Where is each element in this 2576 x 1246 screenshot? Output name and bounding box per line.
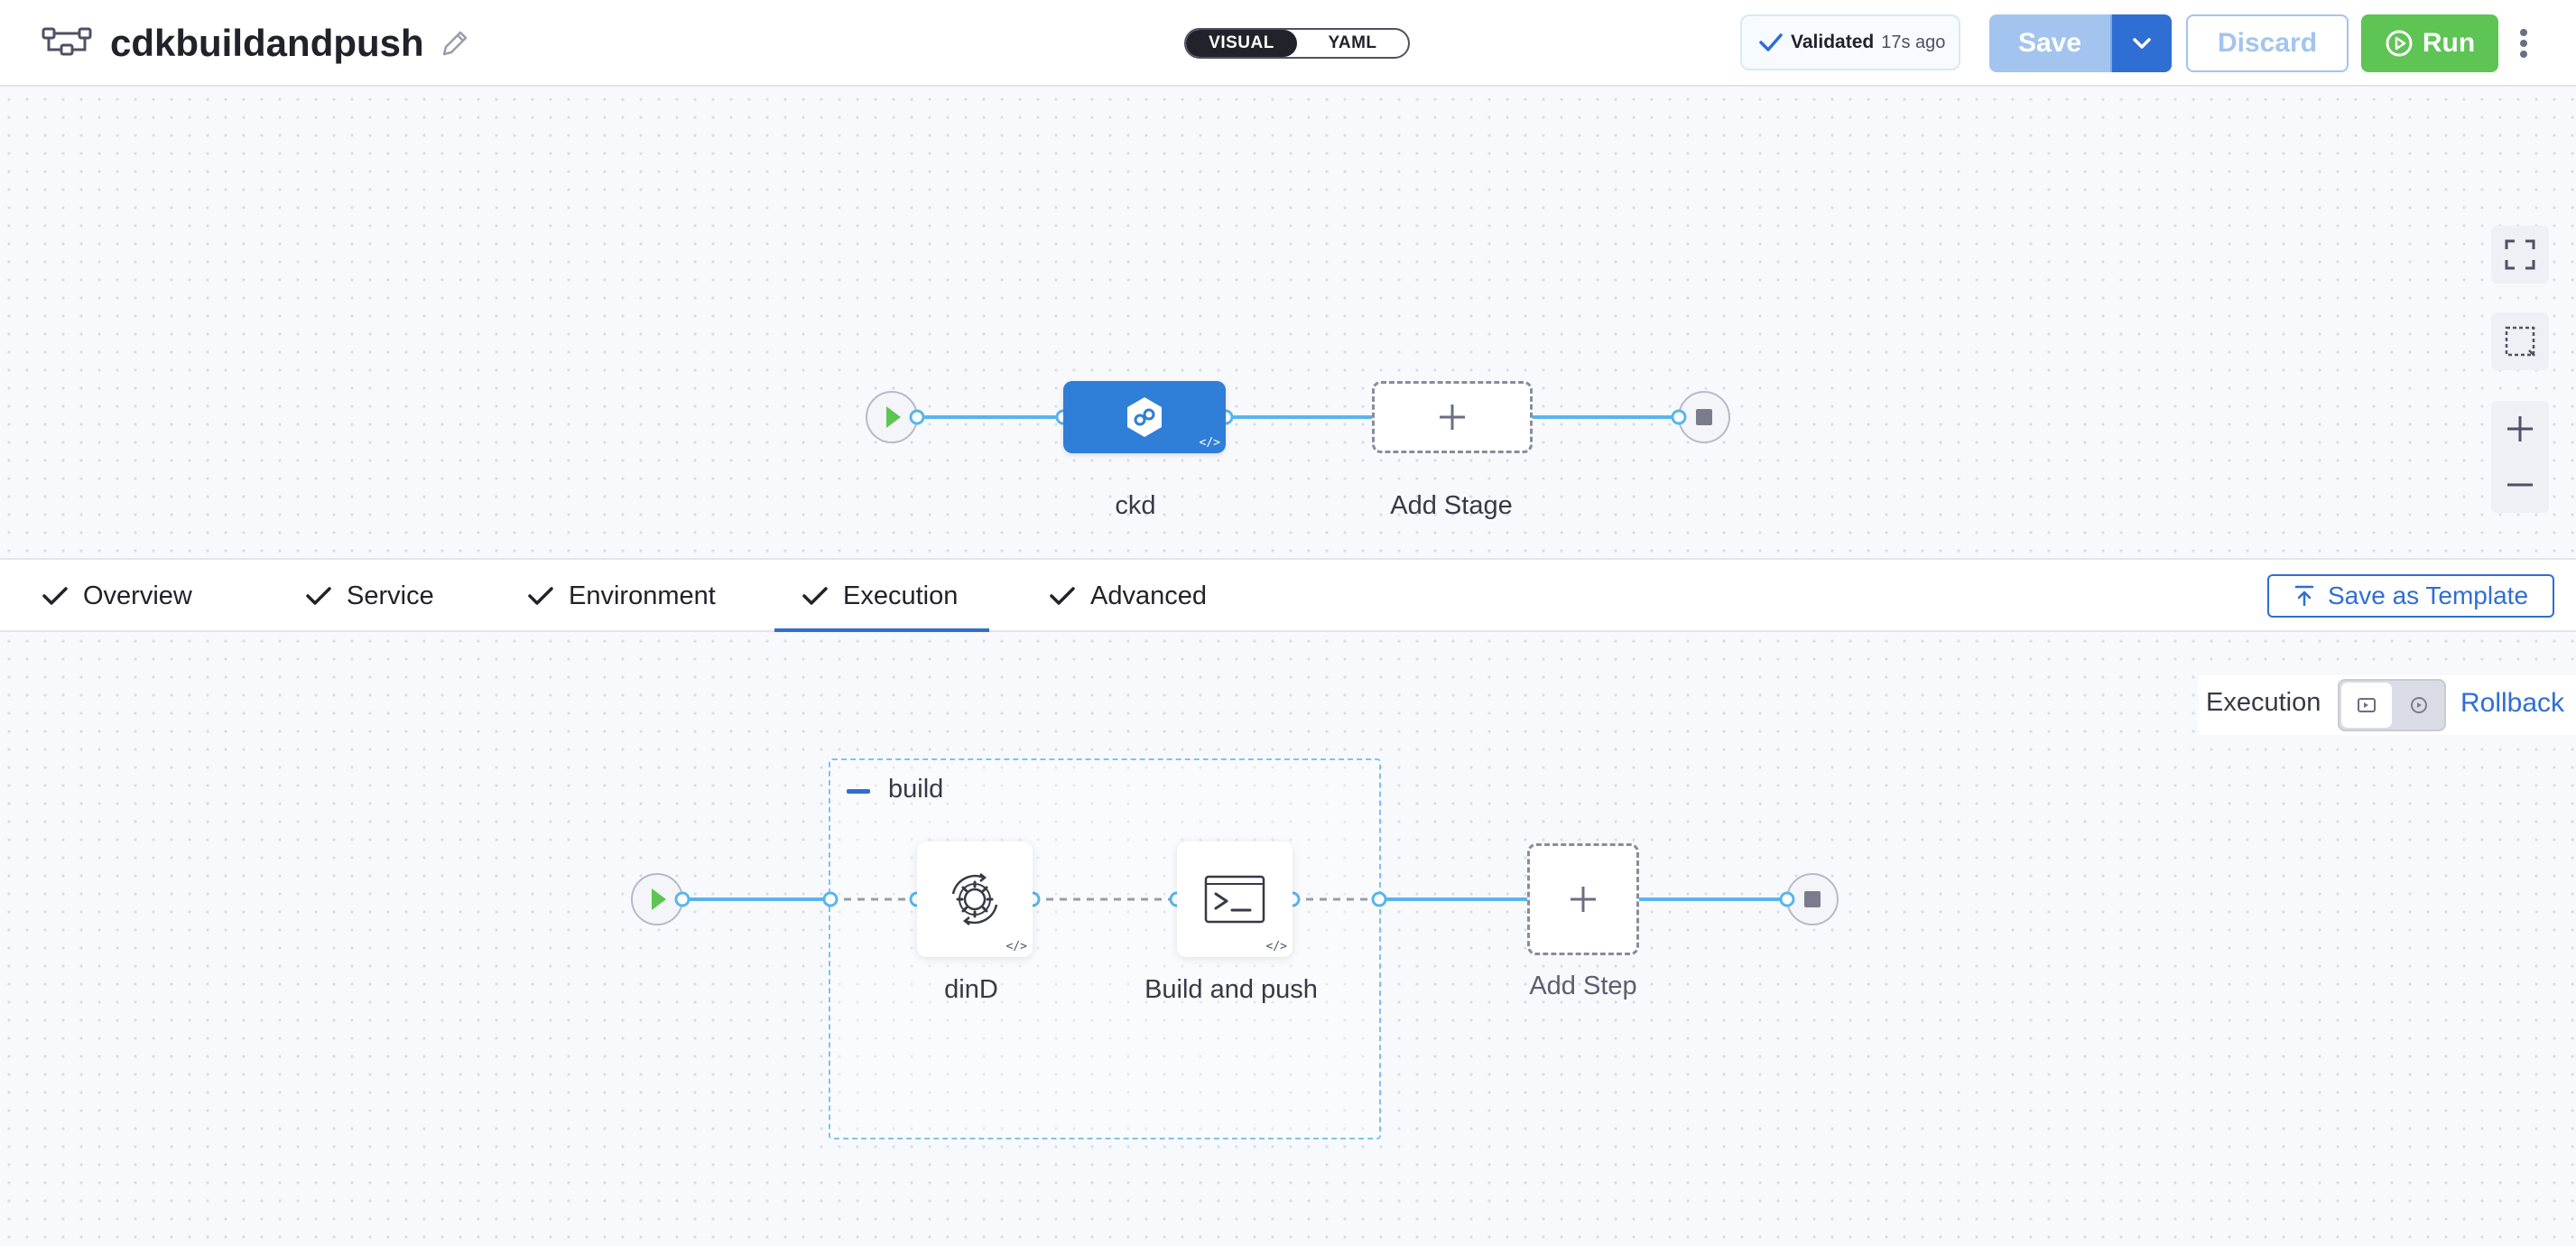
step-node-build-and-push[interactable]: </> [1177, 842, 1293, 957]
background-service-icon [951, 873, 998, 925]
tab-label: Execution [843, 581, 959, 610]
execution-end-node [1786, 873, 1839, 925]
save-as-template-label: Save as Template [2327, 581, 2529, 609]
run-label: Run [2422, 28, 2476, 58]
chevron-down-icon [2133, 38, 2151, 49]
validation-status-badge[interactable]: Validated 17s ago [1740, 14, 1960, 70]
check-icon [1759, 33, 1783, 51]
step-label: dinD [944, 975, 998, 1004]
template-code-icon: </> [1265, 940, 1287, 953]
zoom-in-button[interactable] [2491, 401, 2549, 457]
execution-rollback-toggle-bar: Execution Rollback [2199, 675, 2576, 735]
stage-tabs: Overview Service Environment Execution A… [0, 558, 2576, 632]
template-code-icon: </> [1005, 940, 1027, 953]
stage-node-ckd[interactable]: </> [1063, 381, 1226, 453]
check-icon [306, 587, 331, 605]
execution-start-node [631, 873, 683, 925]
pipeline-start-node [866, 391, 918, 443]
pencil-icon[interactable] [439, 27, 471, 60]
upload-icon [2294, 585, 2314, 607]
deploy-stage-icon [1127, 397, 1162, 437]
pipeline-end-node [1678, 391, 1730, 443]
selection-icon [2505, 326, 2535, 357]
top-bar: cdkbuildandpush VISUAL YAML Validated 17… [0, 0, 2576, 87]
plus-icon [1440, 404, 1465, 430]
minus-icon [2507, 483, 2533, 487]
step-group-label: build [888, 775, 944, 804]
check-icon [802, 587, 828, 605]
pipeline-studio-icon [42, 27, 92, 56]
tab-overview[interactable]: Overview [42, 560, 192, 632]
add-step-label: Add Step [1529, 972, 1637, 1000]
tab-label: Overview [83, 581, 192, 610]
yaml-mode-tab[interactable]: YAML [1328, 33, 1377, 52]
tab-label: Advanced [1090, 581, 1207, 610]
save-button[interactable]: Save [1989, 14, 2112, 72]
plus-icon [1571, 887, 1596, 912]
tab-label: Environment [569, 581, 716, 610]
stage-label: ckd [1115, 491, 1156, 520]
check-icon [42, 587, 68, 605]
collapse-group-icon[interactable] [847, 779, 872, 804]
visual-mode-tab[interactable]: VISUAL [1186, 30, 1297, 57]
save-options-button[interactable] [2112, 14, 2172, 72]
zoom-controls [2491, 401, 2549, 513]
rollback-icon [2411, 697, 2427, 713]
tab-execution[interactable]: Execution [774, 560, 985, 632]
execution-mode-label: Execution [2206, 688, 2321, 717]
validation-time: 17s ago [1881, 32, 1946, 52]
check-icon [528, 587, 553, 605]
execution-icon [2358, 698, 2376, 712]
discard-button[interactable]: Discard [2186, 14, 2349, 72]
add-stage-label: Add Stage [1390, 491, 1513, 520]
tab-environment[interactable]: Environment [527, 560, 716, 632]
check-icon [1050, 587, 1075, 605]
fit-to-screen-button[interactable] [2491, 226, 2549, 284]
add-stage-button[interactable] [1372, 381, 1533, 453]
play-circle-icon [2386, 30, 2413, 57]
view-mode-toggle: VISUAL YAML [1184, 28, 1410, 59]
add-step-button[interactable] [1527, 843, 1639, 955]
plus-icon [2507, 416, 2533, 442]
expand-icon [2505, 239, 2535, 270]
step-node-dind[interactable]: </> [917, 842, 1033, 957]
page-title: cdkbuildandpush [110, 22, 424, 64]
step-group-build[interactable] [829, 758, 1381, 1139]
validation-label: Validated [1791, 32, 1875, 52]
template-code-icon: </> [1199, 436, 1220, 450]
tab-label: Service [347, 581, 434, 610]
tab-service[interactable]: Service [305, 560, 434, 632]
run-button[interactable]: Run [2361, 14, 2498, 72]
more-options-icon[interactable] [2513, 22, 2534, 65]
rollback-mode-option[interactable] [2394, 683, 2444, 728]
step-label: Build and push [1144, 975, 1318, 1004]
execution-mode-option[interactable] [2341, 683, 2392, 728]
zoom-out-button[interactable] [2491, 457, 2549, 513]
rollback-link[interactable]: Rollback [2460, 688, 2565, 718]
terminal-icon [1204, 875, 1265, 924]
save-as-template-button[interactable]: Save as Template [2267, 574, 2554, 618]
active-tab-indicator [774, 628, 989, 632]
execution-rollback-switch[interactable] [2338, 679, 2446, 731]
select-area-button[interactable] [2491, 312, 2549, 370]
tab-advanced[interactable]: Advanced [1049, 560, 1207, 632]
